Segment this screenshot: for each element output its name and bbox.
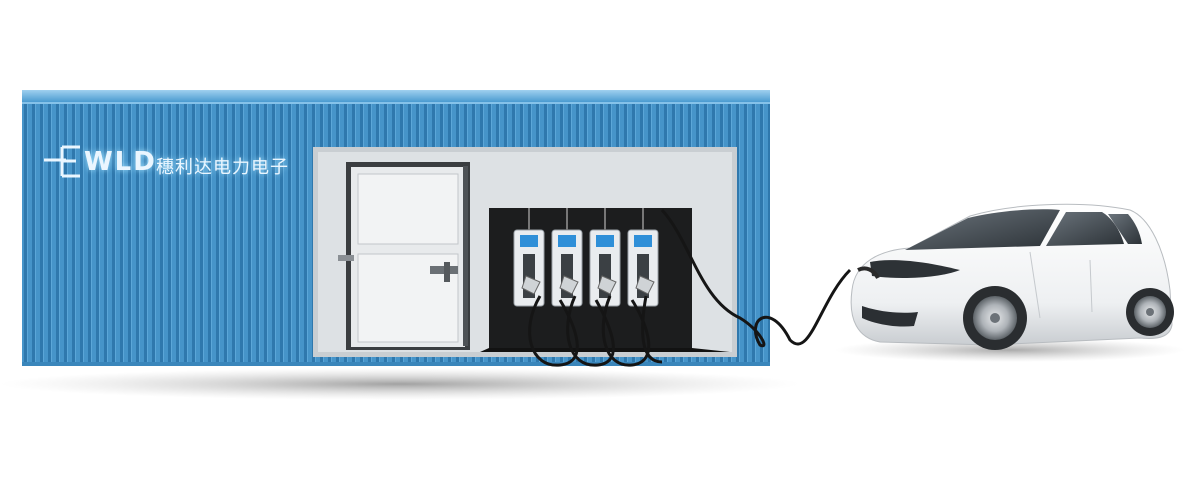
charger-1[interactable] [513, 208, 545, 307]
logo-chinese-text: 穗利达电力电子 [156, 157, 289, 178]
container-shadow [0, 368, 800, 400]
cabinet-door[interactable] [338, 162, 470, 350]
logo-text: WLD [84, 147, 157, 177]
charger-3[interactable] [589, 208, 621, 307]
electric-car [850, 203, 1174, 350]
charger-4[interactable] [627, 208, 659, 307]
car-shadow [835, 338, 1185, 362]
logo-mark [44, 145, 80, 178]
charging-cables [528, 208, 852, 367]
charger-2[interactable] [551, 208, 583, 307]
